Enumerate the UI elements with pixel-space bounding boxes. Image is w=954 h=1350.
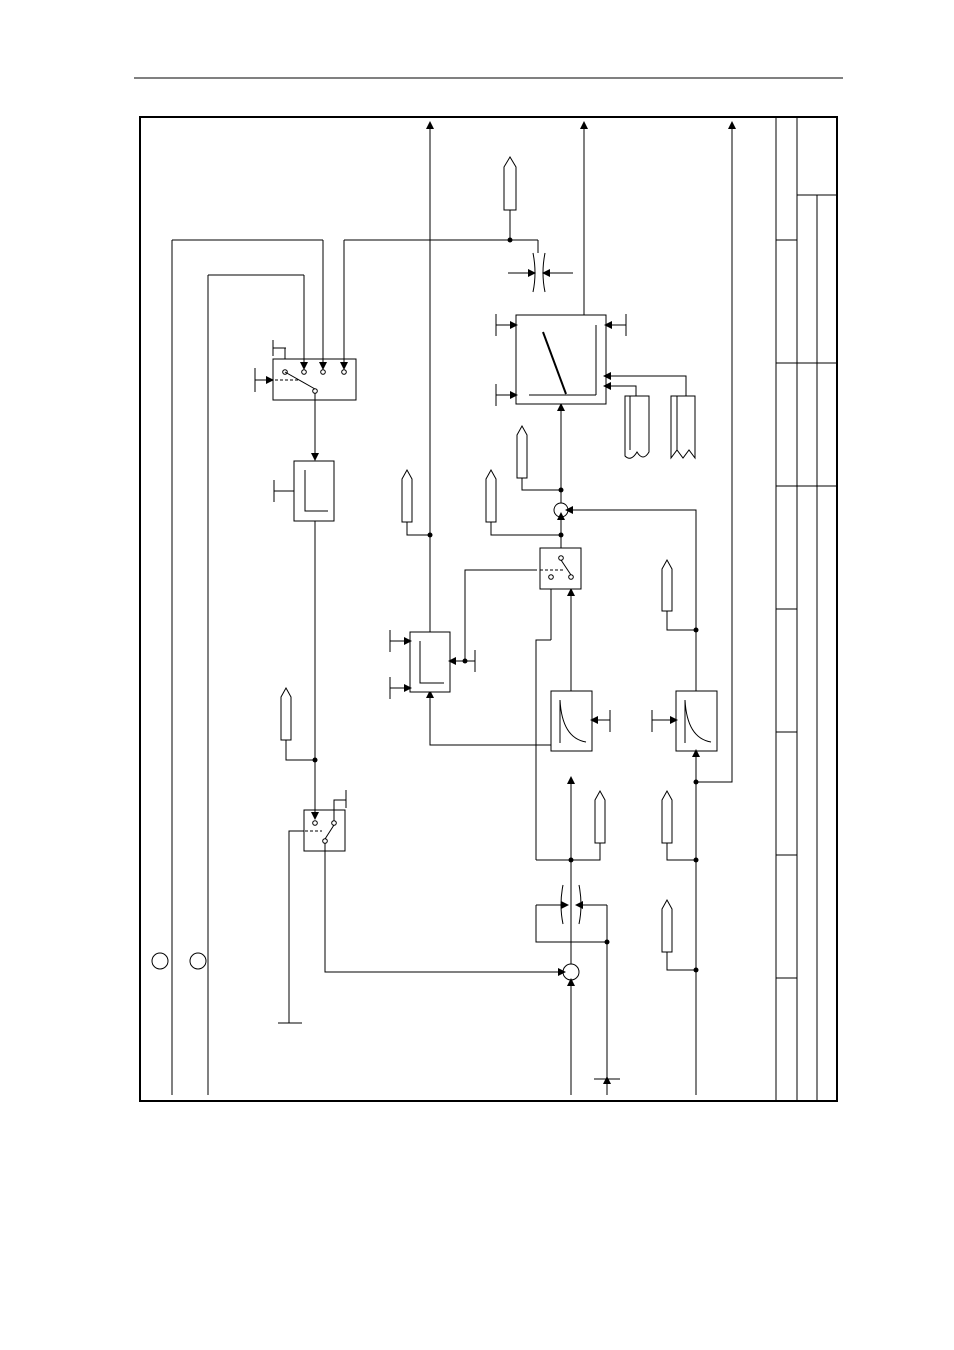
- connector-tag-right-2: [662, 791, 699, 863]
- changeover-switch-middle: [540, 516, 581, 589]
- four-position-switch: [255, 240, 510, 457]
- limit-adjust-bottom: [536, 885, 620, 1095]
- parameter-tag-2: [671, 396, 695, 458]
- connector-tag-right-3: [662, 900, 699, 1095]
- limit-adjust-top: [504, 157, 573, 292]
- summing-junction-bottom: [563, 780, 579, 1095]
- terminal-circle-1: [152, 953, 168, 969]
- limiter-block-middle: [390, 125, 537, 699]
- changeover-switch-left: [278, 760, 562, 1023]
- connector-tag-mid-left: [402, 470, 430, 535]
- connector-tag-mid: [486, 470, 564, 538]
- connector-tag-summing: [517, 426, 564, 493]
- ramp-block-middle: [430, 592, 610, 751]
- connector-tag-right-1: [662, 560, 699, 633]
- terminal-circle-2: [190, 953, 206, 969]
- characteristic-block: [496, 125, 686, 406]
- connector-tag-left: [281, 688, 318, 763]
- parameter-tag-1: [625, 396, 649, 458]
